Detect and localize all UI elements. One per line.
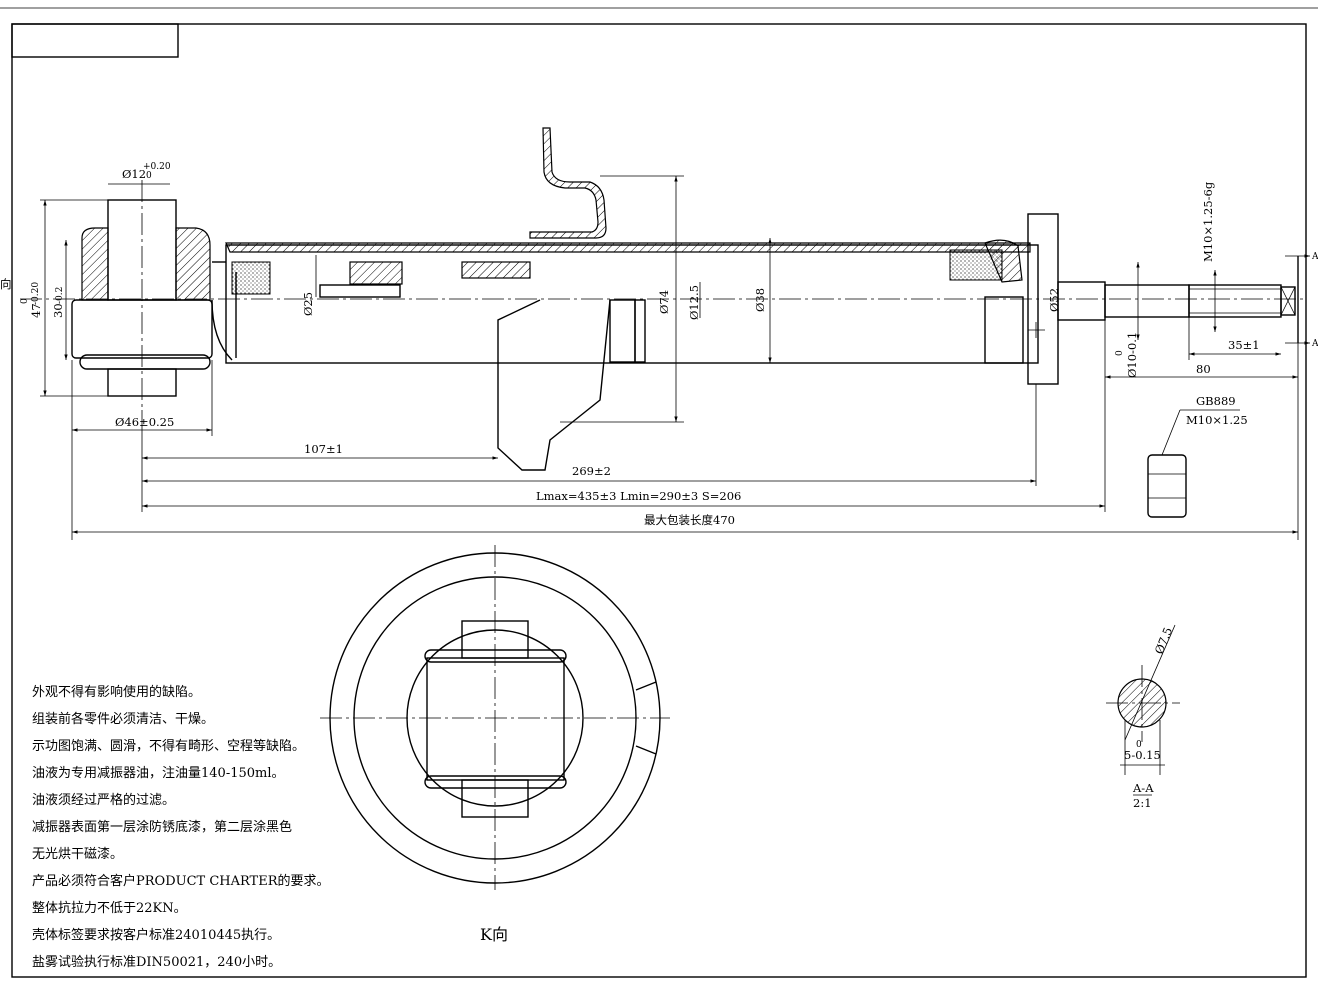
dim-bracket-distance: 107±1 bbox=[304, 442, 343, 456]
section-flat-tol: 0 bbox=[1136, 740, 1142, 750]
note-line: 油液须经过严格的过滤。 bbox=[32, 792, 175, 808]
section-flat: 5-0.15 bbox=[1124, 748, 1161, 762]
dim-thread: M10×1.25-6g bbox=[1201, 181, 1215, 262]
dim-bushing-hole: Ø12 bbox=[122, 167, 146, 181]
dim-bushing-hole-tol-upper: +0.20 bbox=[143, 162, 171, 172]
note-line: 油液为专用减振器油，注油量140-150ml。 bbox=[32, 766, 285, 781]
dim-mount-diameter: Ø52 bbox=[1047, 288, 1061, 312]
section-a-markers: A A bbox=[1285, 252, 1318, 349]
note-line: 减振器表面第一层涂防锈底漆，第二层涂黑色 bbox=[32, 819, 292, 835]
dim-thread-length: 35±1 bbox=[1228, 338, 1260, 352]
dim-rod-diameter: Ø25 bbox=[301, 292, 315, 316]
dim-eye-width-tol: -0.2 bbox=[55, 287, 65, 304]
dim-eye-height-tol-upper: 0 bbox=[20, 298, 30, 304]
nut-icon bbox=[1147, 409, 1240, 518]
section-scale: 2:1 bbox=[1133, 796, 1152, 810]
dim-bushing-hole-tol-lower: 0 bbox=[146, 171, 152, 181]
dim-eye-width: 30 bbox=[51, 303, 65, 318]
spring-seat-bracket bbox=[497, 127, 646, 471]
note-line: 盐雾试验执行标准DIN50021，240小时。 bbox=[32, 954, 281, 970]
dim-stem-length: 80 bbox=[1196, 362, 1211, 376]
note-line: 组装前各零件必须清洁、干燥。 bbox=[32, 711, 214, 727]
left-edge-glyph: 向 bbox=[0, 277, 12, 291]
note-line: 无光烘干磁漆。 bbox=[32, 846, 123, 862]
section-a-a bbox=[1106, 624, 1180, 796]
dim-pin-diameter: Ø10-0.1 bbox=[1125, 332, 1139, 378]
dim-eye-height-tol-lower: -0.20 bbox=[31, 282, 41, 305]
dim-max-pack-length: 最大包装长度470 bbox=[644, 513, 735, 527]
nut-size: M10×1.25 bbox=[1186, 413, 1248, 427]
dim-pin-diameter-tol: 0 bbox=[1115, 350, 1125, 356]
section-marker-top: A bbox=[1311, 252, 1318, 262]
note-line: 壳体标签要求按客户标准24010445执行。 bbox=[32, 927, 280, 943]
dim-body-length: 269±2 bbox=[572, 464, 611, 478]
technical-notes: 外观不得有影响使用的缺陷。 组装前各零件必须清洁、干燥。 示功图饱满、圆滑，不得… bbox=[32, 684, 330, 970]
section-label: A-A bbox=[1132, 781, 1154, 795]
damper-body bbox=[211, 242, 1039, 364]
dimension-lines bbox=[40, 175, 1299, 540]
dim-eye-height: 47 bbox=[29, 303, 43, 318]
nut-standard: GB889 bbox=[1196, 394, 1236, 408]
note-line: 外观不得有影响使用的缺陷。 bbox=[32, 684, 201, 700]
dim-eye-diameter: Ø46±0.25 bbox=[115, 415, 174, 429]
piston-rod bbox=[1057, 281, 1296, 321]
section-diameter: Ø7.5 bbox=[1152, 625, 1175, 656]
left-eye-bushing bbox=[71, 180, 213, 410]
k-view-label: K向 bbox=[480, 925, 508, 944]
k-view bbox=[320, 545, 670, 890]
section-marker-bottom: A bbox=[1311, 339, 1318, 349]
dim-stroke: Lmax=435±3 Lmin=290±3 S=206 bbox=[536, 489, 741, 503]
dim-spring-seat: Ø74 bbox=[657, 290, 671, 314]
note-line: 示功图饱满、圆滑，不得有畸形、空程等缺陷。 bbox=[32, 738, 305, 754]
note-line: 产品必须符合客户PRODUCT CHARTER的要求。 bbox=[32, 873, 330, 889]
dim-outer-diameter: Ø38 bbox=[753, 288, 767, 312]
dim-tube-diameter: Ø12.5 bbox=[687, 285, 701, 320]
drawing-frame bbox=[0, 7, 1318, 978]
note-line: 整体抗拉力不低于22KN。 bbox=[32, 901, 187, 916]
